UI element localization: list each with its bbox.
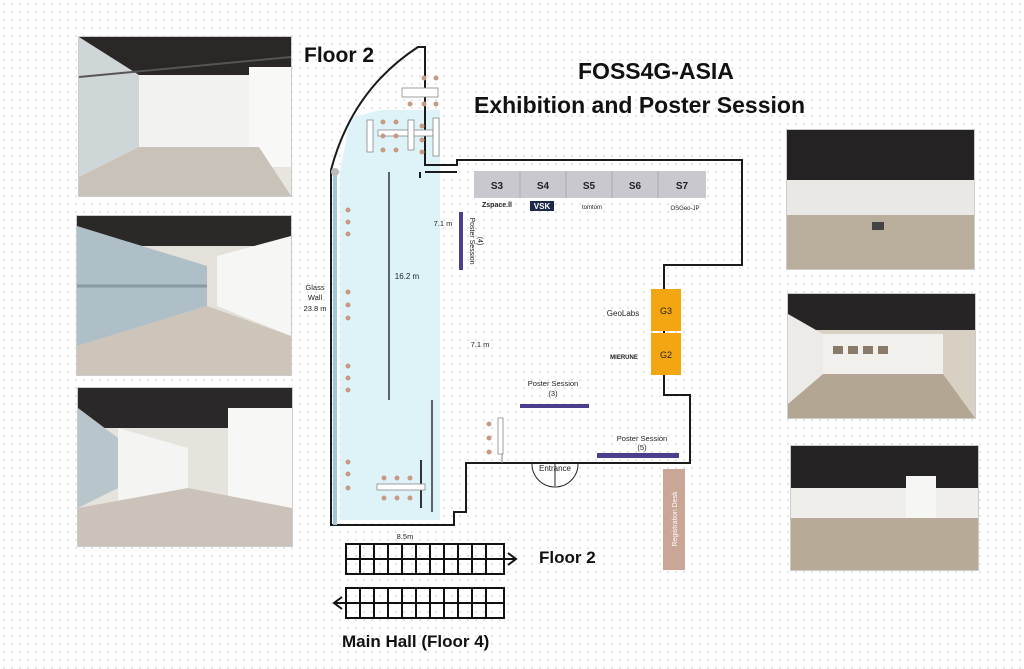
stairs-floor-label: Floor 2 bbox=[539, 548, 596, 567]
booth-s4-label: S4 bbox=[537, 181, 550, 192]
poster-label-5-line1: Poster Session bbox=[617, 434, 667, 443]
main-hall-label: Main Hall (Floor 4) bbox=[342, 632, 490, 651]
poster-bar-4 bbox=[459, 212, 463, 270]
booth-g3 bbox=[651, 289, 681, 331]
booth-s7-label: S7 bbox=[676, 181, 689, 192]
center-length: 16.2 m bbox=[395, 272, 420, 281]
booth-s3 bbox=[474, 171, 521, 198]
poster-bar-3 bbox=[520, 404, 589, 408]
logo-mierune: MIERUNE bbox=[610, 355, 638, 361]
registration-desk bbox=[663, 469, 685, 570]
poster-label-4-line2: (4) bbox=[476, 237, 483, 246]
logo-geolabs: GeoLabs bbox=[607, 309, 639, 318]
upper-width: 7.1 m bbox=[434, 219, 453, 228]
stairs-down bbox=[332, 587, 505, 619]
photo-hall-right-1 bbox=[787, 130, 974, 269]
floor-title: Floor 2 bbox=[304, 44, 375, 67]
stairs-up bbox=[345, 543, 518, 575]
mid-width: 7.1 m bbox=[471, 340, 490, 349]
booth-g2 bbox=[651, 333, 681, 375]
booth-s7 bbox=[658, 171, 706, 198]
glass-wall-length: 23.8 m bbox=[304, 304, 327, 313]
booth-s5 bbox=[566, 171, 613, 198]
glass-wall-label-1: Glass bbox=[305, 283, 324, 292]
logo-zspace: Zspace.ll bbox=[482, 202, 512, 209]
event-subtitle: Exhibition and Poster Session bbox=[474, 92, 806, 118]
booth-g2-label: G2 bbox=[660, 350, 672, 360]
photo-hall-right-3 bbox=[791, 446, 978, 570]
poster-label-5-line2: (5) bbox=[637, 443, 647, 452]
walls bbox=[330, 46, 743, 526]
registration-label: Registration Desk bbox=[672, 491, 679, 547]
booth-s5-label: S5 bbox=[583, 181, 596, 192]
booth-g3-label: G3 bbox=[660, 306, 672, 316]
booth-s6 bbox=[612, 171, 659, 198]
event-title: FOSS4G-ASIA bbox=[578, 58, 734, 84]
booth-s6-label: S6 bbox=[629, 181, 642, 192]
entrance-label: Entrance bbox=[539, 464, 572, 473]
glass-wall-label-2: Wall bbox=[308, 293, 323, 302]
chairs bbox=[345, 75, 492, 501]
poster-bar-5 bbox=[597, 453, 679, 458]
poster-label-4-line1: Poster Session bbox=[468, 217, 475, 264]
booth-s4 bbox=[520, 171, 567, 198]
photo-hall-left-3 bbox=[78, 388, 292, 546]
photo-hall-left-1 bbox=[79, 37, 291, 196]
glass-area bbox=[340, 110, 440, 520]
photo-hall-right-2 bbox=[788, 294, 975, 418]
logo-tomtom: tomtom bbox=[582, 205, 602, 211]
photo-hall-left-2 bbox=[77, 216, 291, 375]
furniture bbox=[366, 87, 504, 491]
poster-label-3-line1: Poster Session bbox=[528, 379, 578, 388]
bottom-width: 8.5m bbox=[397, 532, 414, 541]
logo-vsk: VSK bbox=[534, 202, 551, 211]
logo-osgeo-jp: OSGeo-JP bbox=[670, 206, 699, 212]
booths-top bbox=[474, 171, 706, 198]
logo-vsk-box bbox=[530, 201, 554, 211]
poster-label-3-line2: (3) bbox=[548, 389, 558, 398]
booth-s3-label: S3 bbox=[491, 181, 504, 192]
